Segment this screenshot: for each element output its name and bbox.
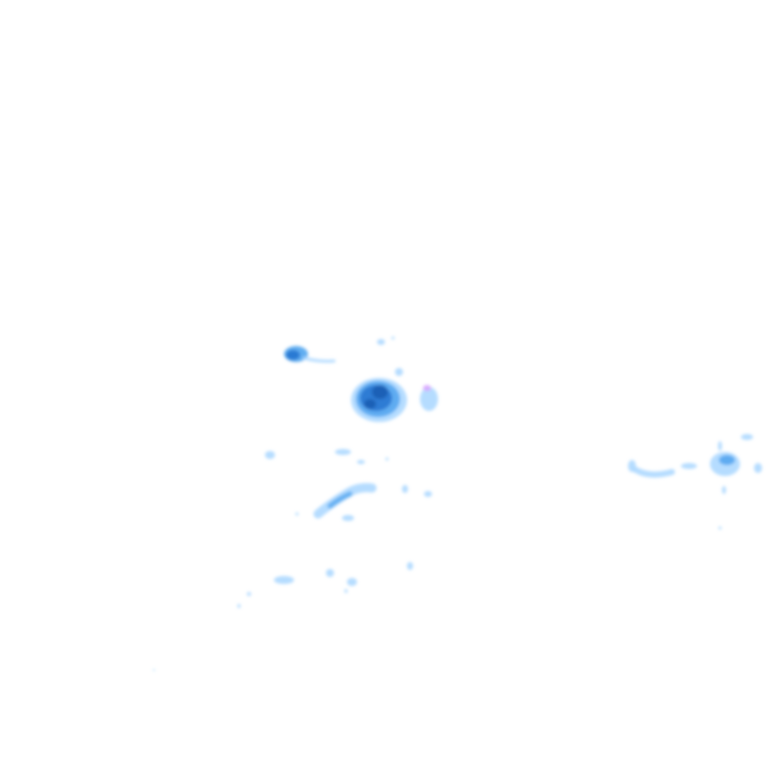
rain-speck-north xyxy=(377,336,395,345)
rain-band-southwest xyxy=(295,483,432,521)
rain-specks-west xyxy=(265,449,389,464)
rain-cluster-east xyxy=(628,434,762,530)
rain-specks-south xyxy=(153,562,413,671)
rain-cell-northwest xyxy=(284,346,336,363)
rain-cell-east-of-core xyxy=(420,385,438,411)
rain-cell-core xyxy=(351,368,407,422)
